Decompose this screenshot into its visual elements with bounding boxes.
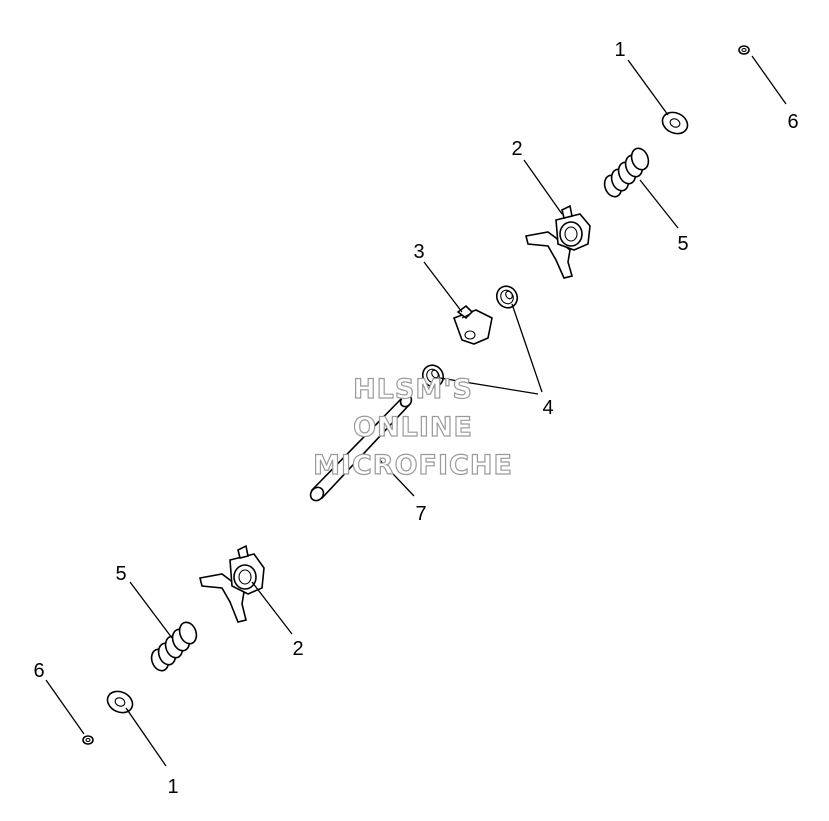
callout-5-bottom: 5 (115, 563, 126, 585)
watermark-line-1: HLSM'S (353, 374, 473, 405)
part-2-bottom-shift-fork (199, 544, 265, 623)
watermark: HLSM'S ONLINE MICROFICHE (312, 373, 513, 481)
callout-7: 7 (415, 503, 426, 525)
callout-6-bottom: 6 (33, 660, 44, 682)
part-3-detent-plate (452, 304, 493, 345)
watermark-line-3: MICROFICHE (313, 450, 513, 481)
part-4-roller-upper (495, 285, 519, 309)
callout-6-top: 6 (787, 111, 798, 133)
part-1-top-washer (661, 111, 689, 135)
callout-2-top: 2 (511, 138, 522, 160)
callout-5-top: 5 (677, 233, 688, 255)
part-5-bottom-spring (150, 621, 198, 672)
part-7-shaft (309, 394, 413, 502)
part-6-bottom-clip (82, 735, 94, 745)
callout-2-bottom: 2 (292, 638, 303, 660)
callout-1-bottom: 1 (167, 776, 178, 798)
callout-1-top: 1 (614, 39, 625, 61)
part-6-top-clip (738, 45, 750, 55)
part-5-top-spring (603, 147, 650, 198)
watermark-line-2: ONLINE (353, 412, 473, 443)
part-2-top-shift-fork (525, 204, 591, 279)
callout-3: 3 (413, 241, 424, 263)
part-1-bottom-washer (106, 690, 134, 714)
leader-lines (45, 55, 787, 767)
callout-4: 4 (542, 397, 553, 419)
callout-labels: 1 6 2 5 3 4 7 5 2 6 1 (33, 39, 798, 798)
part-4-roller-lower (421, 364, 445, 388)
